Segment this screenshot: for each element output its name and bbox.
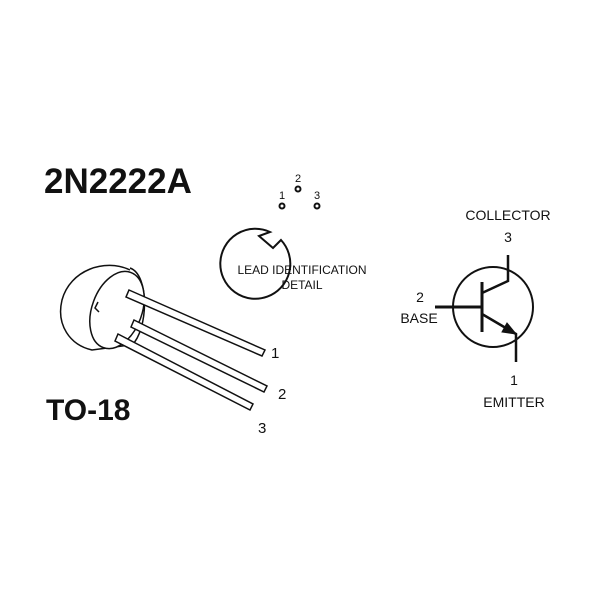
package-label: TO-18: [46, 394, 130, 427]
pin-hole-1: [278, 202, 286, 210]
emitter-pin: 1: [510, 372, 518, 388]
leads: [114, 289, 269, 412]
base-pin: 2: [416, 289, 424, 305]
lead-detail-caption: LEAD IDENTIFICATION: [237, 263, 366, 277]
lead-3: [114, 332, 255, 412]
collector-lead: [481, 255, 510, 295]
collector-pin: 3: [504, 229, 512, 245]
lead-number-1: 1: [271, 345, 279, 362]
lead-1: [125, 289, 267, 357]
lead-identification-detail: [219, 185, 321, 300]
to18-package-drawing: [59, 264, 146, 351]
collector-label: COLLECTOR: [465, 207, 550, 223]
pin-label-1: 1: [279, 190, 285, 202]
lead-number-3: 3: [258, 420, 266, 437]
pinout-outline: [219, 227, 292, 300]
part-number-title: 2N2222A: [44, 162, 192, 201]
pin-label-2: 2: [295, 173, 301, 185]
pin-label-3: 3: [314, 190, 320, 202]
npn-transistor-symbol: [435, 255, 534, 362]
lead-number-2: 2: [278, 386, 286, 403]
lead-2: [130, 318, 269, 394]
pin-hole-3: [313, 202, 321, 210]
lead-detail-caption-2: DETAIL: [281, 278, 322, 292]
pin-hole-2: [294, 185, 302, 193]
base-label: BASE: [400, 310, 437, 326]
emitter-label: EMITTER: [483, 394, 544, 410]
emitter-lead: [481, 312, 518, 362]
emitter-arrow-icon: [501, 322, 518, 335]
